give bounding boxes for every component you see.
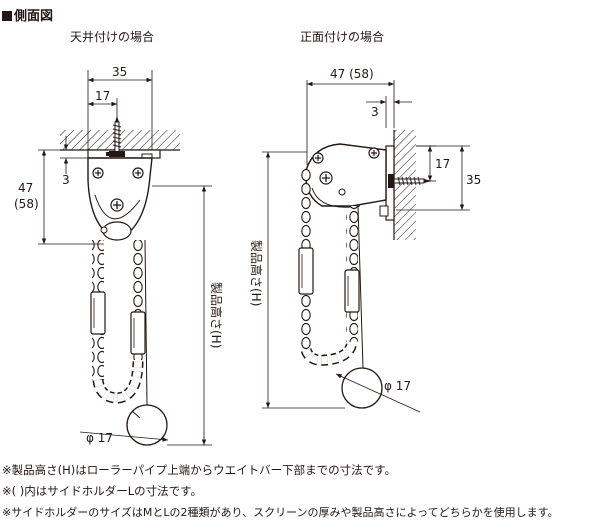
chain-stopper xyxy=(344,269,360,313)
section-title: 側面図 xyxy=(14,9,54,24)
ceiling-mount-drawing: 35 17 47 (58) 3 製品高さ(H) φ 17 xyxy=(14,65,224,446)
square-bullet-icon xyxy=(2,11,12,21)
ceiling-mount-caption: 天井付けの場合 xyxy=(70,30,155,44)
dim-47-58: 47 (58) xyxy=(330,67,374,81)
ceiling-hatch xyxy=(60,130,180,150)
note-side-holder-l: ※( )内はサイドホルダーLの寸法です。 xyxy=(2,484,203,498)
section-heading: 側面図 xyxy=(2,5,53,24)
wall-mount-drawing: 47 (58) 3 17 35 製品高さ(H) φ 17 xyxy=(249,67,481,413)
weight-diameter: φ 17 xyxy=(86,431,113,445)
wall-hatch xyxy=(394,130,416,240)
dim-17: 17 xyxy=(95,89,110,103)
dim-35: 35 xyxy=(466,173,481,187)
dim-17: 17 xyxy=(435,157,450,171)
technical-drawing: 35 17 47 (58) 3 製品高さ(H) φ 17 xyxy=(14,65,481,446)
dim-35: 35 xyxy=(112,65,127,79)
dim-3: 3 xyxy=(62,173,70,187)
wall-mount-caption: 正面付けの場合 xyxy=(300,30,385,44)
dim-47: 47 xyxy=(18,181,33,195)
dim-3: 3 xyxy=(371,105,379,119)
dim-58: (58) xyxy=(14,197,39,211)
note-side-holder-sizes: ※サイドホルダーのサイズはMとLの2種類があり、スクリーンの厚みや製品高さによっ… xyxy=(2,506,559,519)
product-height-label: 製品高さ(H) xyxy=(209,282,224,348)
chain-stopper xyxy=(298,247,314,295)
note-product-height: ※製品高さ(H)はローラーパイプ上端からウエイトバー下部までの寸法です。 xyxy=(2,463,396,477)
chain-stopper xyxy=(90,291,106,335)
chain-stopper xyxy=(130,311,146,355)
ceiling-screw-icon xyxy=(109,116,125,157)
bracket-screw-icon xyxy=(312,147,380,196)
bracket-screw-icon xyxy=(92,167,144,212)
weight-ball xyxy=(341,367,383,409)
product-height-label: 製品高さ(H) xyxy=(249,240,264,306)
weight-diameter: φ 17 xyxy=(384,379,411,393)
